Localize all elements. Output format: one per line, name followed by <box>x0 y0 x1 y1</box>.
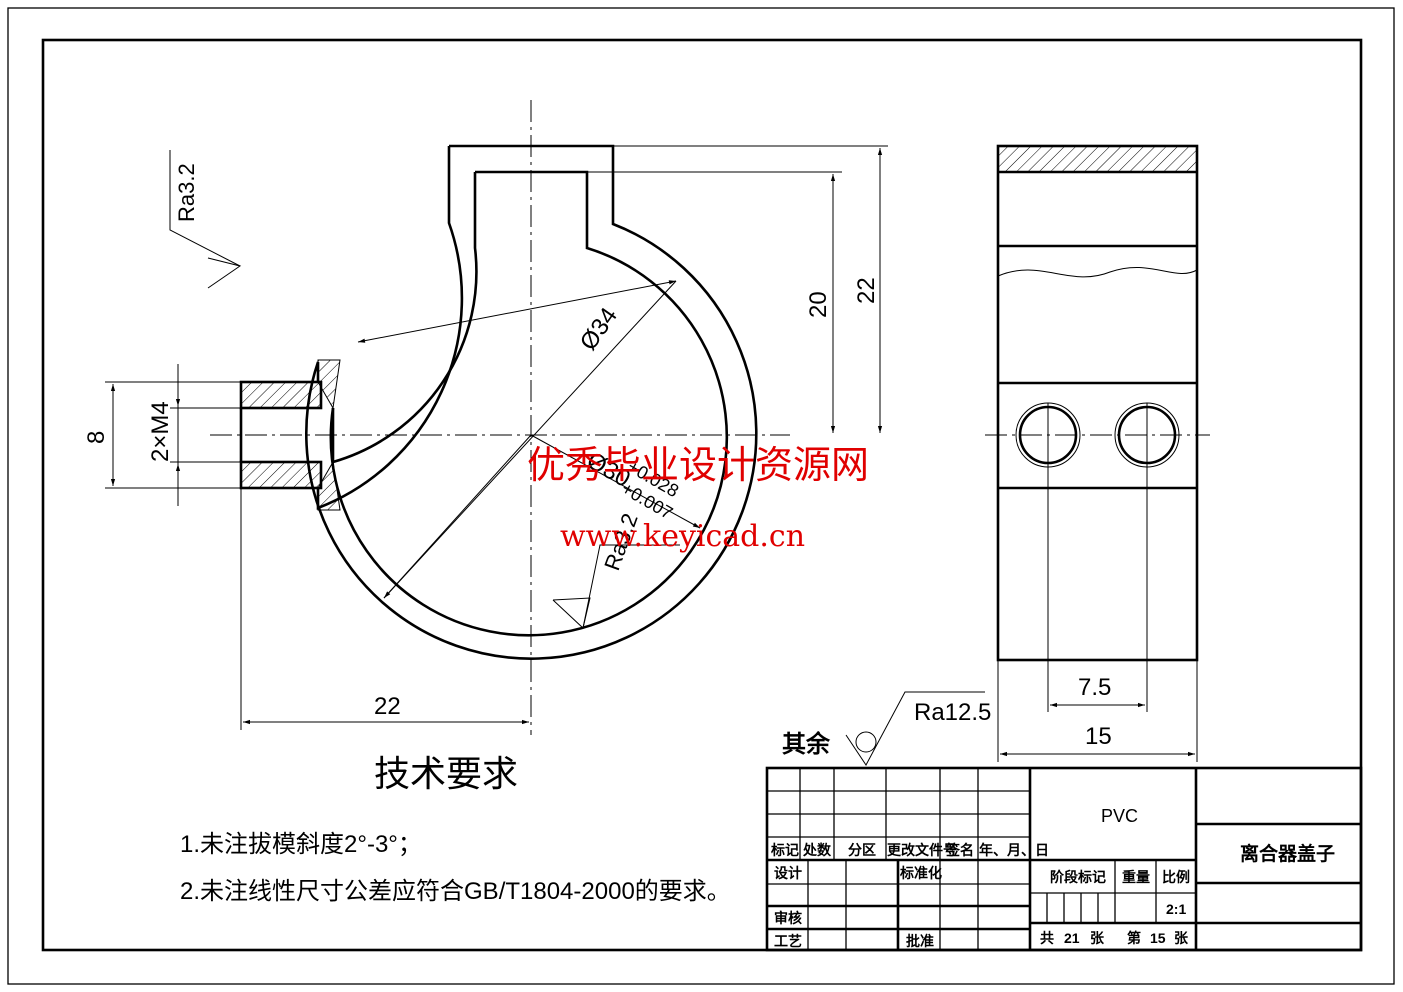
label-scale: 比例 <box>1162 869 1190 885</box>
header-count: 处数 <box>802 842 832 858</box>
scale-value: 2:1 <box>1166 901 1186 917</box>
label-weight: 重量 <box>1122 869 1150 885</box>
sheet-suffix: 张 <box>1174 930 1189 946</box>
header-signature: 签名 <box>945 842 974 858</box>
dim-hole-spacing: 7.5 <box>1078 674 1111 701</box>
total-suffix: 张 <box>1090 930 1105 946</box>
label-design: 设计 <box>774 865 802 881</box>
side-view: 7.5 15 <box>985 144 1210 762</box>
watermark-title: 优秀毕业设计资源网 <box>527 443 869 487</box>
tech-item-1: 1.未注拔模斜度2°-3°； <box>180 831 422 858</box>
front-view: Ø34 Ø30 +0.028 +0.007 Ra3.2 Ra3.2 22 20 … <box>83 100 888 735</box>
label-standard: 标准化 <box>899 865 942 881</box>
technical-requirements: 技术要求 1.未注拔模斜度2°-3°； 2.未注线性尺寸公差应符合GB/T180… <box>180 753 731 905</box>
total-prefix: 共 <box>1040 930 1054 946</box>
dim-width-22: 22 <box>374 693 401 720</box>
header-change-doc: 更改文件号 <box>887 842 957 858</box>
material: PVC <box>1101 806 1138 826</box>
roughness-rest: 其余 Ra12.5 <box>782 691 991 766</box>
sheet-prefix: 第 <box>1127 930 1141 946</box>
sheet-number: 15 <box>1150 930 1166 946</box>
header-zone: 分区 <box>848 842 876 858</box>
drawing-border <box>41 38 1363 952</box>
tech-item-2: 2.未注线性尺寸公差应符合GB/T1804-2000的要求。 <box>180 878 731 905</box>
outer-frame <box>7 7 1395 985</box>
watermark-url: www.keyicad.cn <box>560 519 805 554</box>
part-name: 离合器盖子 <box>1240 842 1335 865</box>
roughness-rest-value: Ra12.5 <box>914 699 991 726</box>
roughness-rest-label: 其余 <box>782 730 831 758</box>
dim-height-20: 20 <box>805 291 832 318</box>
dim-thread: 2×M4 <box>147 401 174 462</box>
title-block: 标记 处数 分区 更改文件号 签名 年、月、日 设计 标准化 审核 工艺 批准 … <box>765 766 1363 952</box>
dim-height-22: 22 <box>853 277 880 304</box>
watermark: 优秀毕业设计资源网 www.keyicad.cn <box>527 443 869 554</box>
label-approve: 批准 <box>906 933 934 949</box>
roughness-left: Ra3.2 <box>174 163 199 222</box>
total-sheets: 21 <box>1064 930 1080 946</box>
dim-side-width: 15 <box>1085 723 1112 750</box>
tech-title: 技术要求 <box>374 753 518 794</box>
header-mark: 标记 <box>770 842 799 858</box>
dim-left-8: 8 <box>83 431 110 444</box>
dim-diameter-outer: Ø34 <box>575 303 623 356</box>
header-date: 年、月、日 <box>979 842 1049 858</box>
label-stage: 阶段标记 <box>1050 869 1106 885</box>
label-process: 工艺 <box>774 933 802 949</box>
label-review: 审核 <box>774 910 802 926</box>
